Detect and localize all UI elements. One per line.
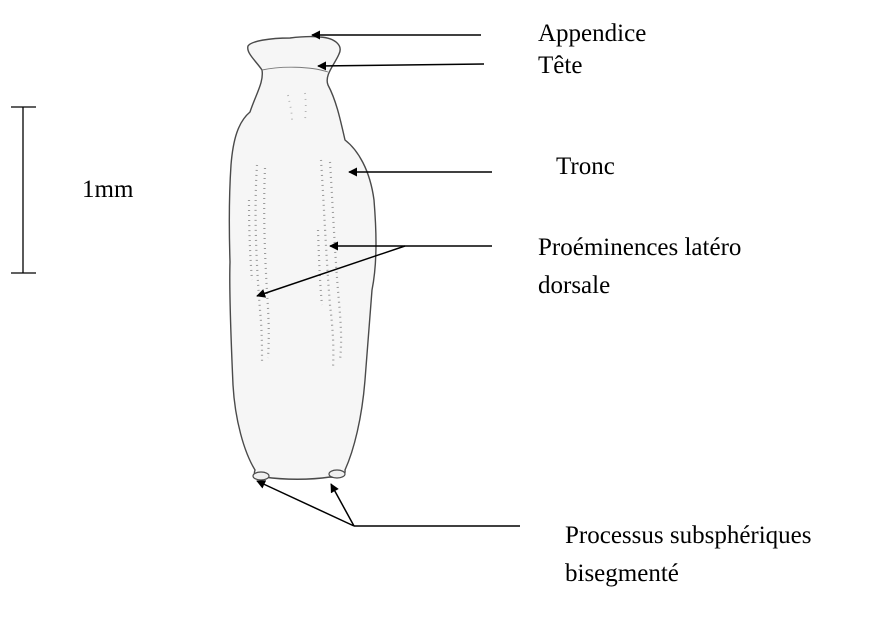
- specimen-body: [229, 37, 376, 480]
- scale-bar: [11, 107, 36, 273]
- label-proeminences-line2: dorsale: [538, 271, 610, 300]
- subspherical-process-right: [329, 470, 345, 478]
- label-processus-line1: Processus subsphériques: [565, 521, 812, 550]
- label-proeminences-line1: Proéminences latéro: [538, 233, 741, 262]
- label-tronc: Tronc: [556, 152, 615, 181]
- specimen-outline: [229, 37, 376, 480]
- label-tete: Tête: [538, 51, 582, 80]
- arrow-tete: [318, 64, 484, 66]
- scale-bar-label: 1mm: [82, 175, 133, 204]
- label-processus-line2: bisegmenté: [565, 559, 679, 588]
- subspherical-process-left: [253, 472, 269, 480]
- label-appendice: Appendice: [538, 19, 646, 48]
- arrow-processus-left: [257, 481, 354, 526]
- arrow-processus-right: [331, 484, 354, 526]
